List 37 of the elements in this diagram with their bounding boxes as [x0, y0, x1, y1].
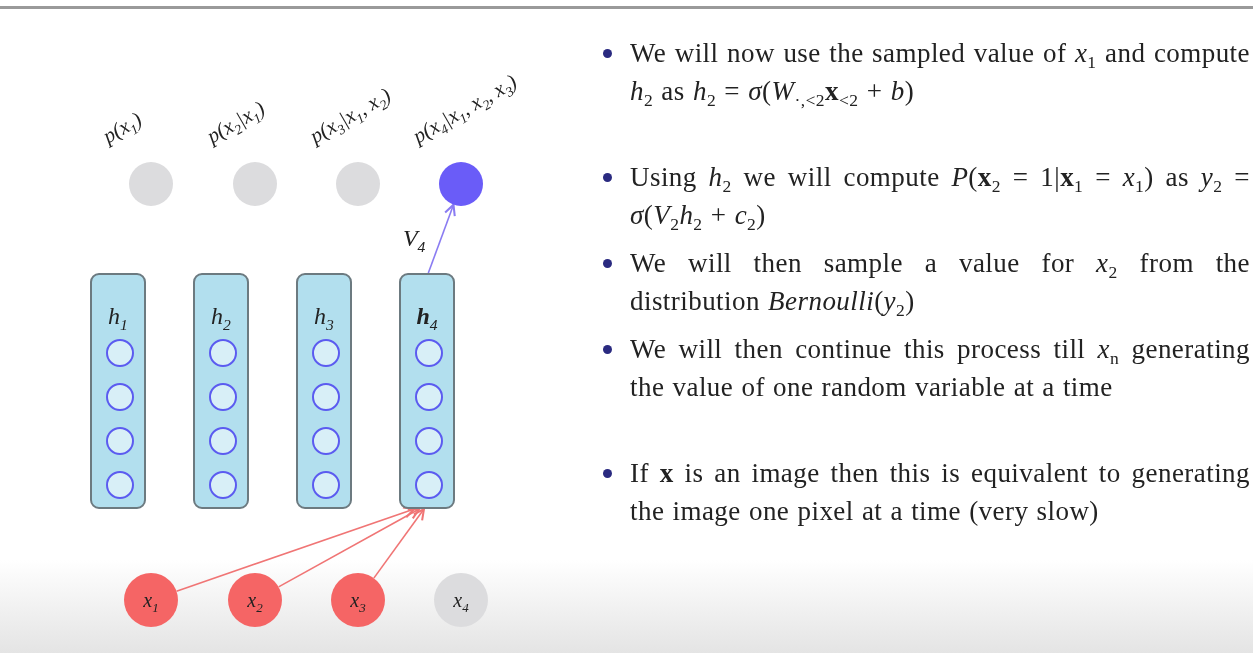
neuron-circle	[106, 339, 134, 367]
neuron-circle	[415, 383, 443, 411]
neuron-circle	[415, 339, 443, 367]
input-variable: x$_{2}$	[247, 588, 263, 612]
neuron-circle	[209, 339, 237, 367]
arrow	[277, 508, 421, 588]
neuron-circle	[106, 383, 134, 411]
neuron-circle	[312, 427, 340, 455]
hidden-layer-box	[399, 273, 455, 509]
neuron-circle	[106, 427, 134, 455]
layer-heading: h$_{2}$	[210, 303, 232, 330]
neuron-circle	[312, 339, 340, 367]
neuron-circle	[312, 383, 340, 411]
hidden-layer-box	[90, 273, 146, 509]
bullet-text: If x is an image then this is equivalent to generating the image one pixel at a time (very slow)	[630, 457, 1250, 528]
neuron-circle	[209, 383, 237, 411]
layer-heading: h$_{1}$	[107, 303, 129, 330]
input-variable: x$_{4}$	[453, 588, 469, 612]
arrow	[373, 508, 425, 579]
hidden-layer-box	[193, 273, 249, 509]
neuron-circle	[415, 427, 443, 455]
layer-heading: h$_{3}$	[313, 303, 335, 330]
bullet-text: We will then sample a value for x$_{2}$ from the distribution Bernoulli(y$_{2}$)	[630, 247, 1250, 320]
neuron-circle	[209, 471, 237, 499]
neuron-circle	[209, 427, 237, 455]
bullet-text: We will then continue this process till x$_{n}$ generating the value of one random variable at a time	[630, 333, 1250, 404]
hidden-layer-box	[296, 273, 352, 509]
input-variable: x$_{1}$	[143, 588, 159, 612]
layer-heading: h$_{4}$	[415, 303, 439, 330]
arrow	[427, 203, 456, 274]
neuron-circle	[415, 471, 443, 499]
neuron-circle	[106, 471, 134, 499]
arrow	[175, 506, 416, 592]
bullet-text: We will now use the sampled value of x$_{1}$ and compute h$_{2}$ as h$_{2}$ = σ(W$_{·,<2}$x$_{<2}$ + b)	[630, 37, 1250, 110]
bullet-text: Using h$_{2}$ we will compute P(x$_{2}$ = 1|x$_{1}$ = x$_{1}$) as y$_{2}$ = σ(V$_{2}$h$_{2}$ + c$_{2}$)	[630, 161, 1250, 234]
neuron-circle	[312, 471, 340, 499]
input-variable: x$_{3}$	[350, 588, 366, 612]
